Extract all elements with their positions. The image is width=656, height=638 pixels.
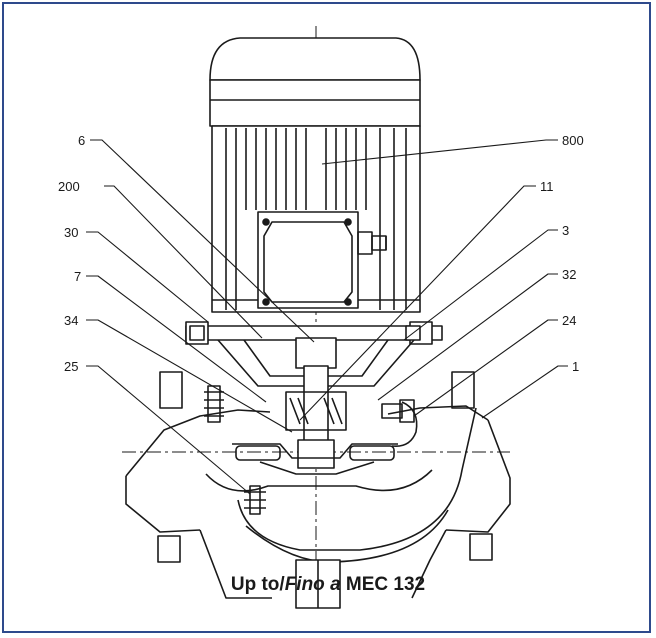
drawing-caption: Up to/Fino a MEC 132	[0, 574, 656, 596]
part-label-200: 200	[58, 179, 80, 194]
leader-lines	[86, 139, 568, 495]
impeller	[232, 443, 398, 475]
caption-prefix: Up to/	[230, 574, 285, 595]
part-label-1: 1	[572, 359, 579, 374]
caption-italic: Fino a	[284, 574, 341, 595]
caption-suffix: MEC 132	[345, 574, 426, 595]
part-label-34: 34	[64, 313, 78, 328]
motor-fan-cover	[209, 37, 421, 127]
part-label-800: 800	[562, 133, 584, 148]
part-label-25: 25	[64, 359, 78, 374]
part-label-32: 32	[562, 267, 576, 282]
shaft-and-seal	[285, 365, 347, 469]
part-label-3: 3	[562, 223, 569, 238]
part-label-24: 24	[562, 313, 576, 328]
part-label-30: 30	[64, 225, 78, 240]
terminal-box	[257, 211, 387, 309]
bolts	[189, 325, 421, 515]
part-label-11: 11	[540, 179, 554, 194]
pump-casing	[125, 371, 511, 609]
part-label-7: 7	[74, 269, 81, 284]
part-label-6: 6	[78, 133, 85, 148]
